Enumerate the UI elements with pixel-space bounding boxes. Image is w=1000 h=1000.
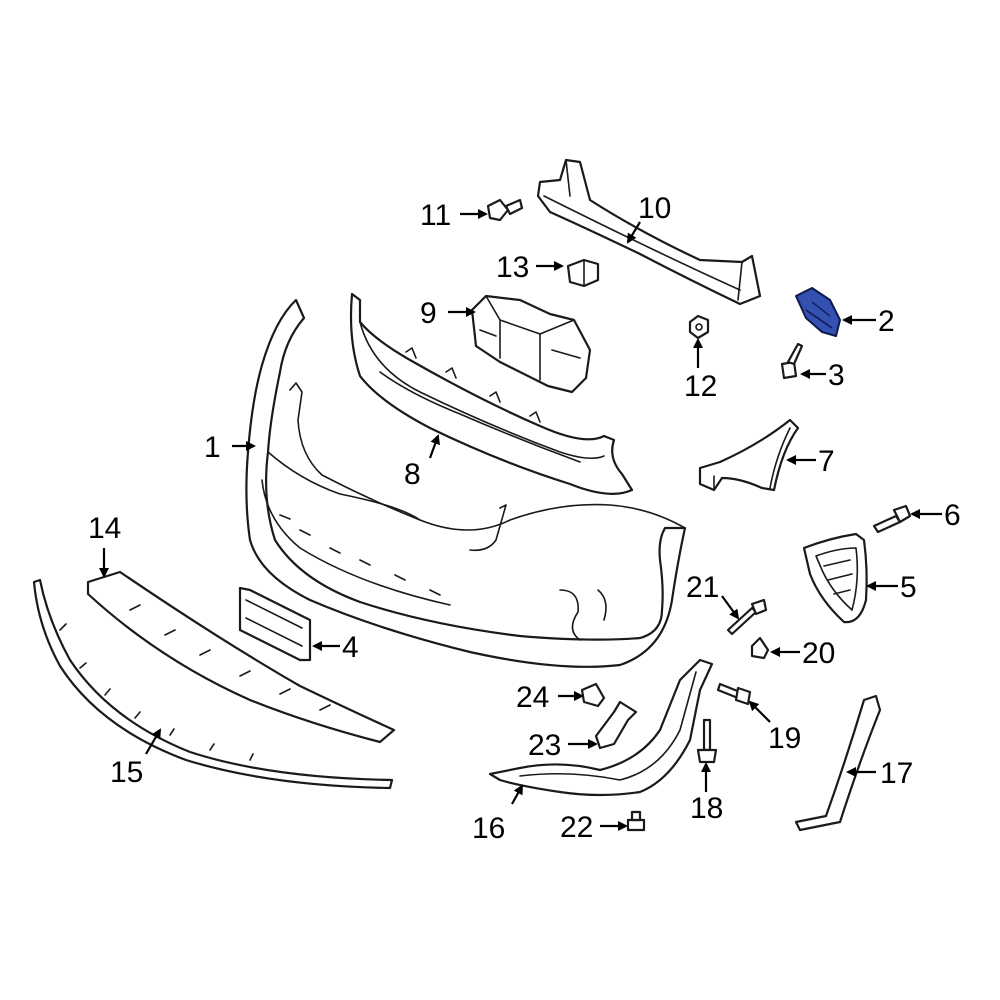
callout-9[interactable]: 9 bbox=[420, 297, 437, 330]
part-19-bolt[interactable] bbox=[716, 682, 752, 706]
part-24-clip[interactable] bbox=[580, 682, 606, 708]
callout-5[interactable]: 5 bbox=[900, 571, 917, 604]
callout-labels: 1 2 3 4 5 6 7 8 9 10 11 12 13 14 15 16 1… bbox=[88, 192, 961, 845]
part-6-bolt[interactable] bbox=[872, 504, 912, 534]
callout-11[interactable]: 11 bbox=[420, 199, 451, 232]
callout-8[interactable]: 8 bbox=[404, 458, 421, 491]
callout-4[interactable]: 4 bbox=[342, 631, 359, 664]
callout-23[interactable]: 23 bbox=[528, 729, 561, 762]
part-11-bolt[interactable] bbox=[486, 198, 524, 222]
callout-12[interactable]: 12 bbox=[684, 370, 717, 403]
part-16-lower-side-trim[interactable] bbox=[488, 658, 714, 797]
part-14-lower-trim[interactable] bbox=[86, 570, 396, 744]
callout-24[interactable]: 24 bbox=[516, 681, 549, 714]
callout-22[interactable]: 22 bbox=[560, 811, 593, 844]
callout-7[interactable]: 7 bbox=[818, 445, 835, 478]
part-15-lower-lip-molding[interactable] bbox=[32, 578, 394, 790]
part-10-reinforcement-beam[interactable] bbox=[536, 158, 762, 306]
part-21-push-pin[interactable] bbox=[726, 598, 768, 636]
part-18-bolt[interactable] bbox=[696, 718, 718, 764]
callout-3[interactable]: 3 bbox=[828, 359, 845, 392]
callout-13[interactable]: 13 bbox=[496, 251, 529, 284]
leader-lines bbox=[99, 209, 942, 831]
callout-10[interactable]: 10 bbox=[638, 192, 671, 225]
part-13-sensor-clip[interactable] bbox=[566, 258, 600, 288]
part-17-side-strip[interactable] bbox=[794, 694, 882, 832]
part-7-side-bracket[interactable] bbox=[698, 418, 800, 492]
callout-18[interactable]: 18 bbox=[690, 792, 723, 825]
part-5-fog-lamp-bezel[interactable] bbox=[802, 532, 868, 624]
part-20-clip[interactable] bbox=[750, 636, 770, 660]
part-2-bracket-highlighted[interactable] bbox=[795, 287, 841, 337]
callout-16[interactable]: 16 bbox=[472, 812, 505, 845]
callout-19[interactable]: 19 bbox=[768, 722, 801, 755]
callout-14[interactable]: 14 bbox=[88, 512, 121, 545]
callout-20[interactable]: 20 bbox=[802, 637, 835, 670]
part-9-energy-absorber[interactable] bbox=[470, 294, 592, 394]
callout-6[interactable]: 6 bbox=[944, 499, 961, 532]
part-22-rivet[interactable] bbox=[626, 810, 646, 832]
part-12-nut[interactable] bbox=[688, 314, 710, 340]
part-1-bumper-cover[interactable] bbox=[245, 298, 687, 668]
part-23-bracket[interactable] bbox=[594, 700, 638, 750]
callout-2[interactable]: 2 bbox=[878, 305, 895, 338]
part-4-license-bracket[interactable] bbox=[238, 586, 312, 662]
callout-17[interactable]: 17 bbox=[880, 757, 913, 790]
part-8-grille[interactable] bbox=[349, 292, 634, 495]
part-3-screw[interactable] bbox=[780, 342, 804, 380]
callout-15[interactable]: 15 bbox=[110, 756, 143, 789]
callout-1[interactable]: 1 bbox=[204, 431, 221, 464]
callout-21[interactable]: 21 bbox=[686, 571, 719, 604]
